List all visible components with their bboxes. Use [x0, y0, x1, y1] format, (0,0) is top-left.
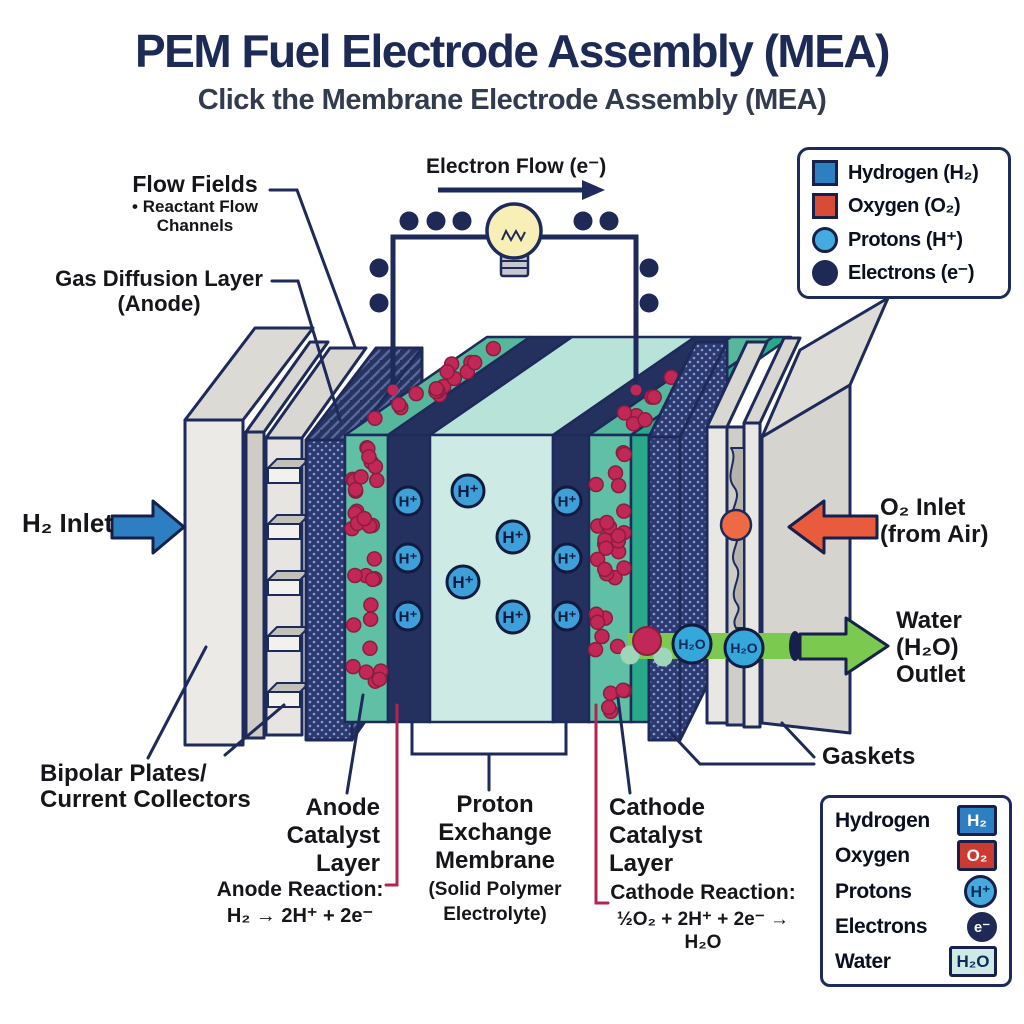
reaction-leader-lines	[384, 703, 610, 905]
svg-text:H⁺: H⁺	[457, 482, 478, 501]
legend-item-protons: Protons (H⁺)	[812, 226, 996, 253]
label-gaskets: Gaskets	[822, 743, 916, 770]
label-water-outlet: Water (H₂O) Outlet	[896, 607, 966, 688]
page-subtitle: Click the Membrane Electrode Assembly (M…	[197, 84, 827, 116]
legend-item-oxygen: Oxygen O₂	[835, 840, 997, 871]
water-badge-icon: H₂O	[949, 946, 997, 977]
proton-ions: H⁺ H⁺ H⁺ H⁺ H⁺ H⁺ H⁺ H⁺ H⁺ H⁺	[392, 473, 583, 635]
electron-swatch-icon	[812, 259, 838, 286]
label-cathode-catalyst-layer: Cathode Catalyst Layer	[609, 794, 705, 877]
svg-text:H⁺: H⁺	[399, 493, 418, 510]
h2-inlet-arrow	[110, 499, 186, 555]
oxygen-badge-icon: O₂	[957, 840, 997, 871]
light-bulb-icon	[485, 202, 543, 278]
legend-item-hydrogen: Hydrogen (H₂)	[812, 160, 996, 186]
svg-text:H⁺: H⁺	[558, 550, 577, 567]
legend-item-electrons: Electrons e⁻	[835, 912, 997, 942]
hydrogen-swatch-icon	[812, 160, 838, 186]
electron-dots	[369, 211, 659, 313]
label-h2-inlet: H₂ Inlet	[22, 508, 113, 538]
svg-text:H⁺: H⁺	[452, 573, 473, 592]
proton-badge-icon: H⁺	[964, 875, 997, 908]
water-outlet-flow: H₂O H₂O	[620, 623, 801, 669]
label-electron-flow: Electron Flow (e⁻)	[426, 155, 607, 178]
legend-item-electrons: Electrons (e⁻)	[812, 259, 996, 286]
water-outlet-arrow	[798, 616, 890, 676]
label-proton-exchange-membrane: Proton Exchange Membrane (Solid Polymer …	[428, 791, 562, 925]
oxygen-molecule	[719, 508, 753, 542]
legend-item-water: Water H₂O	[835, 946, 997, 977]
proton-swatch-icon	[812, 226, 838, 253]
water-molecule	[632, 626, 662, 656]
svg-text:H⁺: H⁺	[558, 608, 577, 625]
legend-item-hydrogen: Hydrogen H₂	[835, 805, 997, 836]
o2-inlet-arrow	[787, 499, 879, 555]
anode-bipolar-plate-stack	[183, 326, 368, 747]
label-flow-fields: Flow Fields • Reactant Flow Channels	[132, 171, 258, 236]
label-anode-reaction: Anode Reaction: H₂ → 2H⁺ + 2e⁻	[216, 878, 384, 927]
electron-badge-icon: e⁻	[967, 912, 997, 942]
leader-lines	[146, 188, 816, 795]
label-cathode-reaction: Cathode Reaction: ½O₂ + 2H⁺ + 2e⁻ → H₂O	[610, 881, 796, 953]
label-o2-inlet: O₂ Inlet (from Air)	[880, 494, 989, 548]
legend-item-protons: Protons H⁺	[835, 875, 997, 908]
oxygen-swatch-icon	[812, 193, 838, 220]
hydrogen-badge-icon: H₂	[957, 805, 997, 836]
outlet-hole	[789, 631, 801, 661]
svg-text:H⁺: H⁺	[399, 608, 418, 625]
water-droplets: H₂O H₂O	[671, 623, 765, 669]
legend-symbols: Hydrogen H₂ Oxygen O₂ Protons H⁺ Electro…	[820, 795, 1012, 987]
svg-text:H₂O: H₂O	[730, 640, 757, 656]
svg-text:H⁺: H⁺	[399, 550, 418, 567]
page-title: PEM Fuel Electrode Assembly (MEA)	[135, 25, 890, 77]
label-anode-catalyst-layer: Anode Catalyst Layer	[286, 794, 380, 877]
label-bipolar-plates: Bipolar Plates/ Current Collectors	[40, 760, 251, 813]
external-circuit	[369, 180, 659, 396]
svg-text:H⁺: H⁺	[502, 608, 523, 627]
svg-text:H⁺: H⁺	[558, 493, 577, 510]
legend-item-oxygen: Oxygen (O₂)	[812, 193, 996, 220]
catalyst-particles	[344, 340, 724, 720]
legend-species: Hydrogen (H₂) Oxygen (O₂) Protons (H⁺) E…	[797, 147, 1011, 299]
svg-text:H⁺: H⁺	[502, 528, 523, 547]
label-gas-diffusion-layer: Gas Diffusion Layer (Anode)	[55, 266, 263, 316]
svg-text:H₂O: H₂O	[678, 636, 705, 652]
